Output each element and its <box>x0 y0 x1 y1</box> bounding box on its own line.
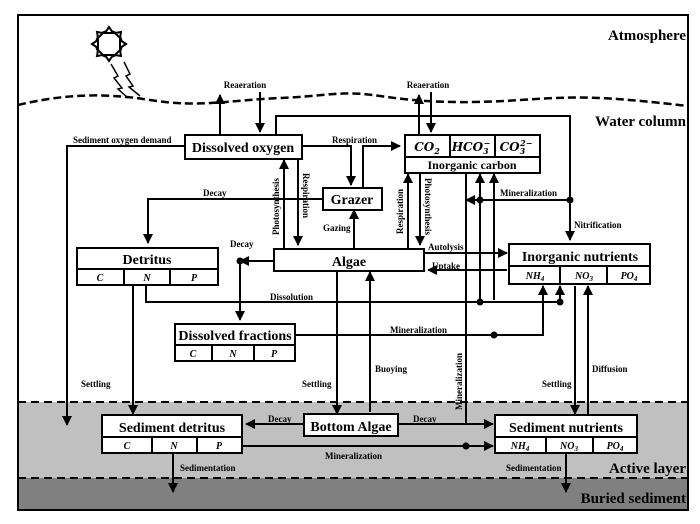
inorganic-nutrients-title: Inorganic nutrients <box>522 250 639 265</box>
label-diffusion: Diffusion <box>592 364 628 374</box>
sed-cell-nh4: NH4 <box>510 441 530 453</box>
box-dissolved-fractions: Dissolved fractions C N P <box>174 323 296 362</box>
label-reaeration-do: Reaeration <box>224 80 267 90</box>
dissolved-fractions-cell-c: C <box>190 349 197 360</box>
label-sedimentation-right: Sedimentation <box>506 463 562 473</box>
label-photosynthesis-do: Photosynthesis <box>271 177 281 235</box>
label-decay-bottom-left: Decay <box>268 414 292 424</box>
dissolved-fractions-cell-p: P <box>271 349 278 360</box>
sediment-detritus-title: Sediment detritus <box>119 421 226 436</box>
box-grazer: Grazer <box>322 187 383 211</box>
label-uptake: Uptake <box>432 261 460 271</box>
box-inorganic-carbon: CO2 HCO3− CO32− Inorganic carbon <box>404 134 541 174</box>
label-settling-left: Settling <box>81 379 111 389</box>
label-mineralization-df: Mineralization <box>390 325 447 335</box>
detritus-cell-p: P <box>191 273 198 284</box>
sediment-nutrients-title: Sediment nutrients <box>509 421 624 436</box>
detritus-cell-c: C <box>97 273 104 284</box>
label-autolysis: Autolysis <box>428 242 464 252</box>
diagram-frame <box>17 14 689 511</box>
label-buoying: Buoying <box>375 364 408 374</box>
cell-co3: CO32− <box>500 138 533 156</box>
water-surface-line <box>17 92 689 108</box>
region-label-atmosphere: Atmosphere <box>608 28 686 44</box>
label-respiration-ic: Respiration <box>395 189 405 234</box>
cell-nh4: NH4 <box>525 271 545 283</box>
inorganic-carbon-title: Inorganic carbon <box>427 158 516 172</box>
grazer-title: Grazer <box>331 193 374 208</box>
cell-po4: PO4 <box>621 271 638 283</box>
region-label-water-column: Water column <box>595 114 687 130</box>
box-detritus: Detritus C N P <box>76 247 219 286</box>
label-respiration-do: Respiration <box>301 173 311 218</box>
region-label-buried-sediment: Buried sediment <box>581 491 686 507</box>
dissolved-fractions-title: Dissolved fractions <box>178 329 292 344</box>
bottom-algae-title: Bottom Algae <box>310 420 391 435</box>
box-sediment-detritus: Sediment detritus C N P <box>101 414 243 454</box>
label-respiration-top: Respiration <box>332 135 377 145</box>
flow-lines <box>62 92 593 493</box>
region-label-active-layer: Active layer <box>609 461 686 477</box>
label-decay-algae: Decay <box>230 239 254 249</box>
box-bottom-algae: Bottom Algae <box>303 413 399 437</box>
cell-no3: NO3 <box>574 271 593 283</box>
cell-hco3: HCO3− <box>451 138 491 156</box>
cell-co2: CO2 <box>414 140 440 156</box>
label-settling-right: Settling <box>542 379 572 389</box>
label-reaeration-ic: Reaeration <box>407 80 450 90</box>
label-nitrification: Nitrification <box>574 220 622 230</box>
sediment-detritus-cell-n: N <box>169 441 178 452</box>
lightning-ray-icon <box>110 61 141 99</box>
detritus-title: Detritus <box>123 253 173 268</box>
label-mineralization-ic: Mineralization <box>500 188 557 198</box>
label-mineralization-vertical: Mineralization <box>454 353 464 410</box>
label-mineralization-bottom: Mineralization <box>325 451 382 461</box>
dissolved-oxygen-title: Dissolved oxygen <box>192 141 295 156</box>
label-gazing: Gazing <box>323 223 351 233</box>
sed-cell-po4: PO4 <box>607 441 624 453</box>
sediment-detritus-cell-p: P <box>216 441 223 452</box>
label-settling-algae: Settling <box>302 379 332 389</box>
sun-icon <box>90 25 128 63</box>
label-dissolution: Dissolution <box>270 292 313 302</box>
box-sediment-nutrients: Sediment nutrients NH4 NO3 PO4 <box>494 414 638 454</box>
algae-title: Algae <box>332 255 366 270</box>
label-decay-bottom-right: Decay <box>413 414 437 424</box>
label-decay-grazer: Decay <box>203 188 227 198</box>
sediment-detritus-cell-c: C <box>124 441 131 452</box>
box-inorganic-nutrients: Inorganic nutrients NH4 NO3 PO4 <box>508 243 651 285</box>
label-sedimentation-left: Sedimentation <box>180 463 236 473</box>
box-dissolved-oxygen: Dissolved oxygen <box>184 134 303 160</box>
detritus-cell-n: N <box>142 273 151 284</box>
dissolved-fractions-cell-n: N <box>228 349 237 360</box>
buried-sediment-region <box>18 478 688 510</box>
label-sediment-oxygen-demand: Sediment oxygen demand <box>73 135 172 145</box>
box-algae: Algae <box>273 248 425 272</box>
label-photosynthesis-ic: Photosynthesis <box>423 178 433 236</box>
sed-cell-no3: NO3 <box>559 441 578 453</box>
